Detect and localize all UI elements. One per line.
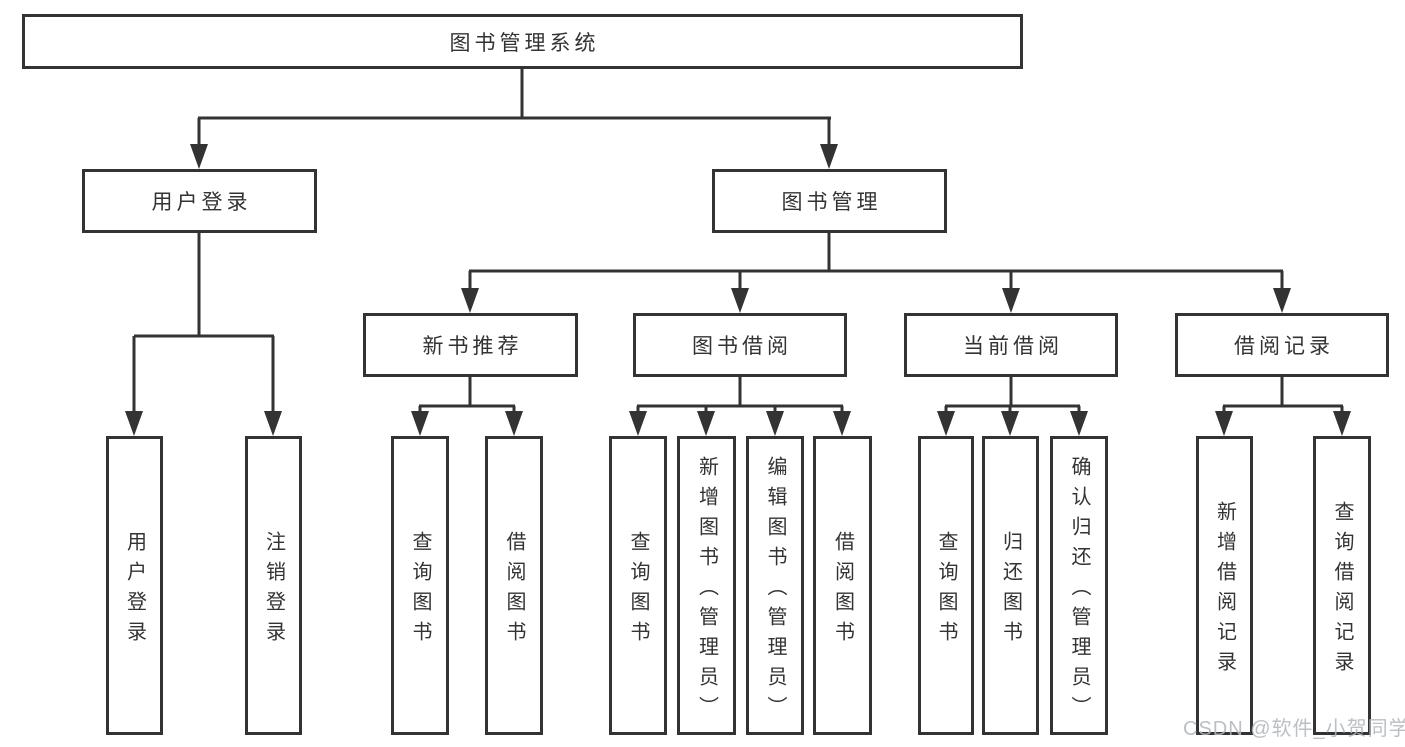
node-new-book-recommend: 新书推荐 (363, 313, 578, 377)
leaf-edit-book-admin: 编辑图书（管理员） (746, 436, 804, 735)
leaf-logout: 注销登录 (245, 436, 302, 735)
node-user-login: 用户登录 (82, 169, 317, 233)
arrowheads (125, 144, 1351, 436)
leaf-borrow-query-book-label: 查询图书 (627, 530, 649, 651)
leaf-add-book-admin: 新增图书（管理员） (677, 436, 736, 735)
leaf-recommend-borrow-book: 借阅图书 (485, 436, 543, 735)
leaf-edit-book-admin-label: 编辑图书（管理员） (764, 455, 786, 726)
node-current-borrow: 当前借阅 (904, 313, 1118, 377)
leaf-return-book-label: 归还图书 (999, 530, 1022, 651)
node-book-management: 图书管理 (712, 169, 947, 233)
leaf-borrow-book: 借阅图书 (813, 436, 872, 735)
leaf-query-borrow-record-label: 查询借阅记录 (1331, 500, 1353, 681)
node-new-book-recommend-label: 新书推荐 (422, 335, 523, 358)
watermark: CSDN @软件_小贺同学 (1183, 718, 1405, 740)
leaf-logout-label: 注销登录 (262, 530, 285, 651)
node-root: 图书管理系统 (22, 14, 1023, 69)
leaf-confirm-return-admin: 确认归还（管理员） (1050, 436, 1108, 735)
leaf-return-book: 归还图书 (982, 436, 1039, 735)
leaf-user-login-label: 用户登录 (123, 530, 146, 651)
leaf-user-login: 用户登录 (106, 436, 163, 735)
node-book-borrow-label: 图书借阅 (692, 335, 792, 358)
leaf-recommend-borrow-book-label: 借阅图书 (503, 530, 525, 651)
node-current-borrow-label: 当前借阅 (963, 335, 1063, 358)
node-user-login-label: 用户登录 (151, 191, 252, 214)
leaf-add-borrow-record-label: 新增借阅记录 (1213, 500, 1236, 681)
node-borrow-record-label: 借阅记录 (1234, 335, 1334, 358)
leaf-recommend-query-book-label: 查询图书 (409, 530, 431, 651)
leaf-current-query-book: 查询图书 (918, 436, 974, 735)
node-borrow-record: 借阅记录 (1175, 313, 1389, 377)
leaf-borrow-book-label: 借阅图书 (831, 530, 854, 651)
node-root-label: 图书管理系统 (449, 31, 600, 55)
leaf-recommend-query-book: 查询图书 (391, 436, 449, 735)
leaf-query-borrow-record: 查询借阅记录 (1313, 436, 1371, 735)
leaf-borrow-query-book: 查询图书 (609, 436, 667, 735)
leaf-add-borrow-record: 新增借阅记录 (1196, 436, 1253, 735)
node-book-management-label: 图书管理 (781, 191, 882, 214)
node-book-borrow: 图书借阅 (633, 313, 847, 377)
connector-paths (132, 69, 1344, 419)
leaf-current-query-book-label: 查询图书 (935, 530, 957, 651)
leaf-confirm-return-admin-label: 确认归还（管理员） (1068, 455, 1090, 726)
leaf-add-book-admin-label: 新增图书（管理员） (695, 455, 718, 726)
